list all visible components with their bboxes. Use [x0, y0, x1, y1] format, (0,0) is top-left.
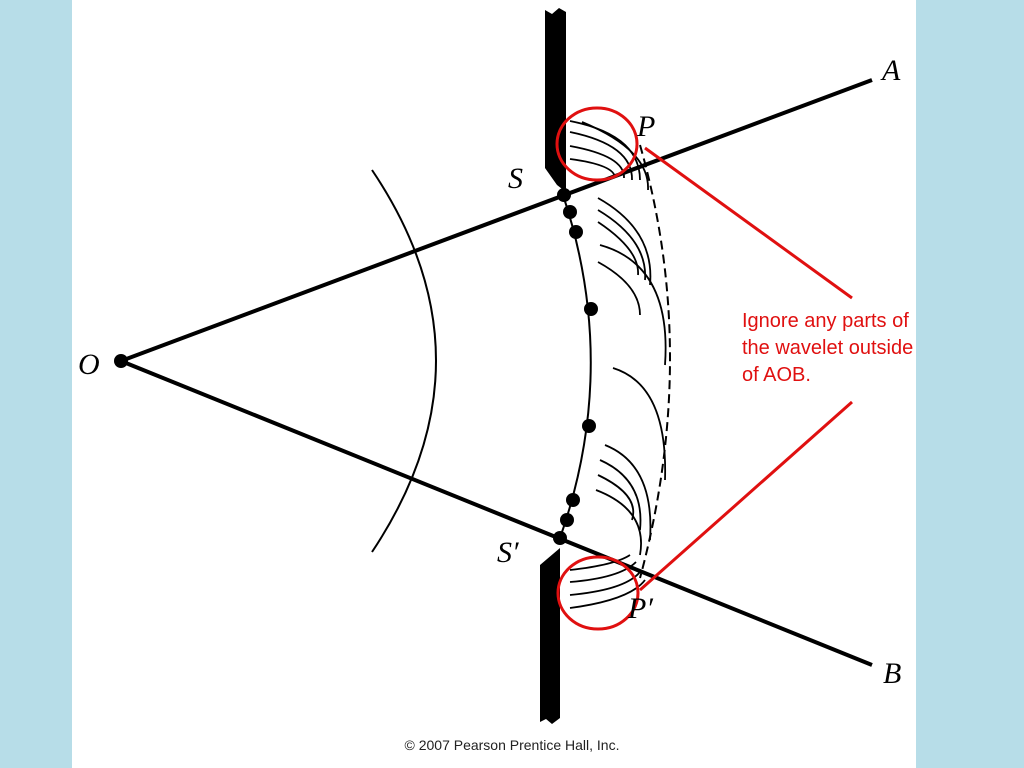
label-A: A — [880, 54, 901, 87]
secondary-source-dot — [563, 205, 577, 219]
pointer-line-upper — [644, 146, 853, 300]
secondary-source-dot — [560, 513, 574, 527]
slide-panel — [72, 0, 916, 768]
label-S-prime: S′ — [497, 536, 519, 569]
secondary-source-dot — [557, 188, 571, 202]
ray-OB — [120, 359, 873, 667]
barrier-upper — [545, 8, 566, 192]
label-B: B — [883, 657, 901, 690]
label-S: S — [508, 162, 523, 195]
copyright-notice: © 2007 Pearson Prentice Hall, Inc. — [404, 737, 620, 753]
label-P-prime: P′ — [627, 592, 653, 625]
envelope-wavefront — [639, 144, 671, 579]
aperture-wavefront — [559, 194, 592, 539]
wavelets-middle — [595, 367, 666, 556]
secondary-source-dot — [584, 302, 598, 316]
secondary-source-dot — [582, 419, 596, 433]
secondary-source-dot — [553, 531, 567, 545]
wavelets-upper — [569, 120, 667, 366]
highlight-circle-P-prime — [556, 555, 640, 631]
pointer-line-lower — [639, 400, 853, 592]
source-point-O — [114, 354, 128, 368]
secondary-source-dot — [566, 493, 580, 507]
secondary-sources — [553, 188, 598, 545]
barrier-lower — [540, 548, 560, 724]
ray-OA — [120, 78, 873, 363]
incoming-wavefront — [371, 169, 437, 553]
label-O: O — [78, 348, 100, 381]
annotation-note: Ignore any parts of the wavelet outside … — [742, 310, 914, 386]
label-P: P — [636, 110, 655, 143]
secondary-source-dot — [569, 225, 583, 239]
highlight-circle-P — [555, 106, 639, 182]
wavelets-lower — [569, 554, 646, 609]
